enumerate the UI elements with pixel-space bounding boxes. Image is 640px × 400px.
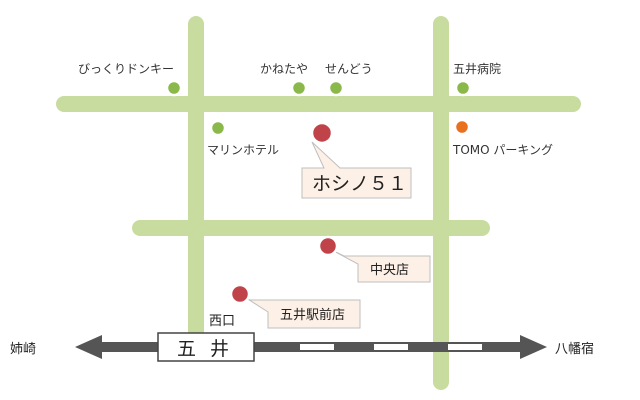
landmark-marker-hospital <box>454 79 472 97</box>
landmark-marker-donki <box>165 79 183 97</box>
rail-arrow-east <box>520 335 547 359</box>
station-box <box>157 332 255 362</box>
rail-segment <box>374 344 408 350</box>
station-name: 五井 <box>177 338 243 360</box>
landmark-label-tomo-parking: TOMO パーキング <box>452 143 553 157</box>
rail-segment <box>448 344 482 350</box>
store-label-ekimae: 五井駅前店 <box>280 307 345 323</box>
callout-main-store <box>301 141 412 199</box>
landmark-label-donki: びっくりドンキー <box>78 62 174 76</box>
rail-dest-east: 八幡宿 <box>555 341 594 357</box>
store-marker-chuo <box>317 235 339 257</box>
store-label-main: ホシノ５１ <box>312 173 407 195</box>
rail-dest-west: 姉崎 <box>10 342 36 357</box>
rail-arrow-west <box>75 335 102 359</box>
store-label-chuo: 中央店 <box>370 263 409 278</box>
rail-segment <box>300 344 334 350</box>
landmark-marker-kanetaya <box>290 79 308 97</box>
landmark-marker-sendou <box>327 79 345 97</box>
store-marker-ekimae <box>229 283 251 305</box>
callout-chuo-store <box>327 247 431 283</box>
landmark-label-hospital: 五井病院 <box>453 61 501 76</box>
landmark-marker-marine-hotel <box>209 119 227 137</box>
landmark-label-kanetaya: かねたや <box>260 62 308 76</box>
parking-marker-tomo <box>453 118 471 136</box>
landmark-label-marine-hotel: マリンホテル <box>207 143 279 157</box>
landmark-label-sendou: せんどう <box>325 62 373 76</box>
store-marker-main <box>310 121 334 145</box>
landmark-label-nishiguchi: 西口 <box>209 314 235 329</box>
